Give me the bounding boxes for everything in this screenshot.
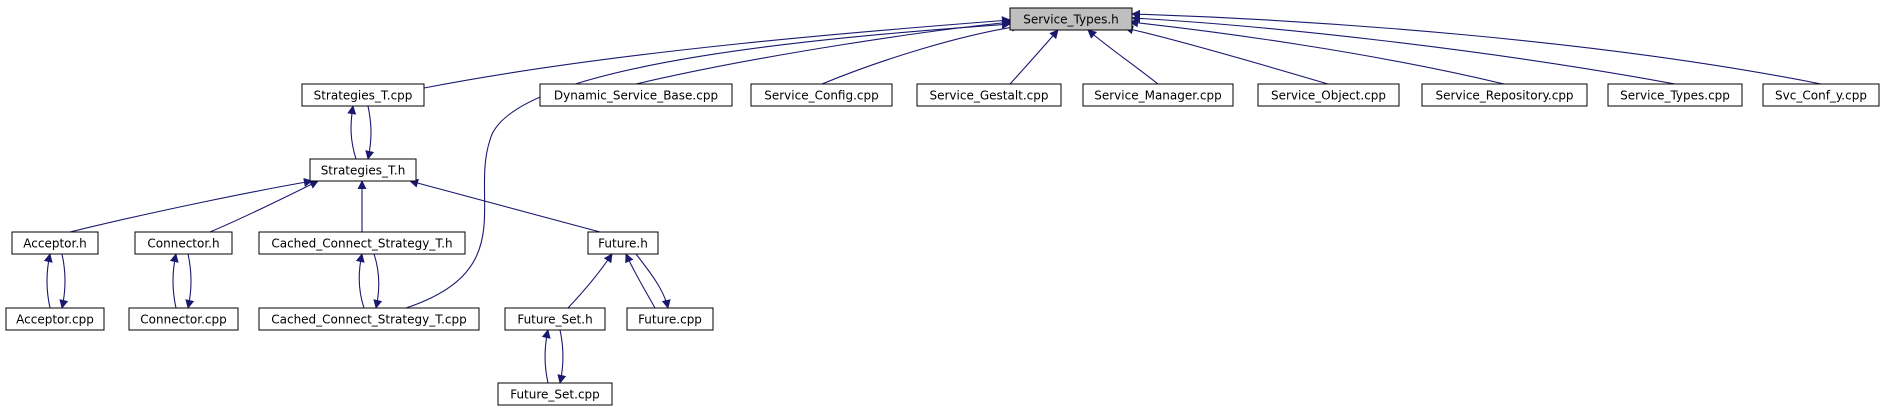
node-connector_cpp[interactable]: Connector.cpp [128, 307, 239, 331]
node-box[interactable] [5, 307, 105, 331]
node-svc_conf_y_cpp[interactable]: Svc_Conf_y.cpp [1762, 83, 1880, 107]
node-acceptor_h[interactable]: Acceptor.h [11, 231, 99, 255]
node-box[interactable] [1607, 83, 1743, 107]
edge-cached_connect_strategy_t_cpp-to-service_types_h [405, 20, 1011, 309]
edge-future_set_h-to-future_h [567, 253, 613, 309]
node-label: Cached_Connect_Strategy_T.h [271, 237, 452, 251]
edge-svc_conf_y_cpp-to-service_types_h [1131, 9, 1822, 85]
edge-service_types_cpp-to-service_types_h [1131, 13, 1676, 85]
edge-service_config_cpp-to-service_types_h [821, 22, 1021, 85]
edge-strategies_t_cpp-to-strategies_t_h [365, 105, 375, 160]
node-box[interactable] [258, 307, 480, 331]
edge-future_cpp-to-future_h [625, 253, 656, 309]
node-label: Strategies_T.cpp [314, 89, 413, 103]
node-box[interactable] [539, 83, 733, 107]
node-label: Service_Object.cpp [1271, 89, 1386, 103]
node-service_manager_cpp[interactable]: Service_Manager.cpp [1082, 83, 1234, 107]
edge-cached_connect_strategy_t_cpp-to-cached_connect_strategy_t_h [355, 253, 365, 309]
node-label: Svc_Conf_y.cpp [1775, 89, 1867, 103]
node-box[interactable] [1257, 83, 1400, 107]
node-label: Service_Repository.cpp [1435, 89, 1573, 103]
node-service_gestalt_cpp[interactable]: Service_Gestalt.cpp [916, 83, 1062, 107]
edge-service_object_cpp-to-service_types_h [1124, 25, 1329, 85]
node-service_types_h[interactable]: Service_Types.h [1009, 7, 1133, 31]
edge-future_set_h-to-future_set_cpp [557, 329, 567, 384]
edge-future_h-to-strategies_t_h [409, 178, 601, 233]
node-cached_connect_strategy_t_h[interactable]: Cached_Connect_Strategy_T.h [258, 231, 466, 255]
node-box[interactable] [258, 231, 466, 255]
node-label: Acceptor.h [23, 237, 87, 251]
edge-acceptor_h-to-acceptor_cpp [59, 253, 69, 309]
edge-acceptor_cpp-to-acceptor_h [43, 253, 53, 309]
node-service_repository_cpp[interactable]: Service_Repository.cpp [1421, 83, 1588, 107]
node-box[interactable] [626, 307, 714, 331]
node-label: Service_Types.cpp [1620, 89, 1730, 103]
edge-future_set_cpp-to-future_set_h [541, 329, 551, 384]
edge-cached_connect_strategy_t_h-to-cached_connect_strategy_t_cpp [373, 253, 383, 309]
node-box[interactable] [128, 307, 239, 331]
edge-connector_h-to-strategies_t_h [209, 180, 319, 233]
node-service_types_cpp[interactable]: Service_Types.cpp [1607, 83, 1743, 107]
edge-service_repository_cpp-to-service_types_h [1129, 18, 1505, 85]
node-future_cpp[interactable]: Future.cpp [626, 307, 714, 331]
node-box[interactable] [11, 231, 99, 255]
node-label: Strategies_T.h [321, 164, 406, 178]
node-label: Connector.cpp [140, 313, 226, 327]
node-label: Connector.h [147, 237, 219, 251]
edges [43, 9, 1822, 384]
node-label: Future.h [598, 237, 648, 251]
node-box[interactable] [1009, 7, 1133, 31]
node-box[interactable] [750, 83, 893, 107]
node-box[interactable] [587, 231, 659, 255]
node-label: Future_Set.h [517, 313, 592, 327]
node-label: Future.cpp [638, 313, 702, 327]
node-label: Service_Gestalt.cpp [929, 89, 1048, 103]
edge-acceptor_h-to-strategies_t_h [69, 177, 313, 233]
node-label: Cached_Connect_Strategy_T.cpp [271, 313, 467, 327]
node-box[interactable] [301, 83, 425, 107]
node-box[interactable] [1762, 83, 1880, 107]
node-label: Dynamic_Service_Base.cpp [554, 89, 718, 103]
node-label: Service_Manager.cpp [1094, 89, 1222, 103]
node-dynamic_service_base_cpp[interactable]: Dynamic_Service_Base.cpp [539, 83, 733, 107]
node-strategies_t_cpp[interactable]: Strategies_T.cpp [301, 83, 425, 107]
node-label: Service_Config.cpp [764, 89, 879, 103]
node-future_h[interactable]: Future.h [587, 231, 659, 255]
node-box[interactable] [504, 307, 606, 331]
node-box[interactable] [309, 158, 417, 182]
node-label: Acceptor.cpp [16, 313, 94, 327]
node-future_set_h[interactable]: Future_Set.h [504, 307, 606, 331]
node-acceptor_cpp[interactable]: Acceptor.cpp [5, 307, 105, 331]
edge-dynamic_service_base_cpp-to-service_types_h [635, 18, 1013, 85]
node-label: Future_Set.cpp [510, 388, 600, 402]
node-box[interactable] [1082, 83, 1234, 107]
node-service_config_cpp[interactable]: Service_Config.cpp [750, 83, 893, 107]
node-box[interactable] [134, 231, 233, 255]
edge-service_manager_cpp-to-service_types_h [1087, 29, 1159, 85]
node-box[interactable] [1421, 83, 1588, 107]
edge-future_h-to-future_cpp [635, 253, 671, 309]
edge-service_gestalt_cpp-to-service_types_h [1009, 29, 1059, 85]
node-cached_connect_strategy_t_cpp[interactable]: Cached_Connect_Strategy_T.cpp [258, 307, 480, 331]
node-service_object_cpp[interactable]: Service_Object.cpp [1257, 83, 1400, 107]
edge-connector_cpp-to-connector_h [169, 253, 179, 309]
edge-connector_h-to-connector_cpp [185, 253, 195, 309]
node-strategies_t_h[interactable]: Strategies_T.h [309, 158, 417, 182]
node-connector_h[interactable]: Connector.h [134, 231, 233, 255]
edge-strategies_t_h-to-strategies_t_cpp [347, 105, 357, 160]
node-future_set_cpp[interactable]: Future_Set.cpp [497, 382, 613, 406]
node-label: Service_Types.h [1023, 13, 1119, 27]
edge-strategies_t_cpp-to-service_types_h [423, 16, 1011, 89]
node-box[interactable] [916, 83, 1062, 107]
node-box[interactable] [497, 382, 613, 406]
